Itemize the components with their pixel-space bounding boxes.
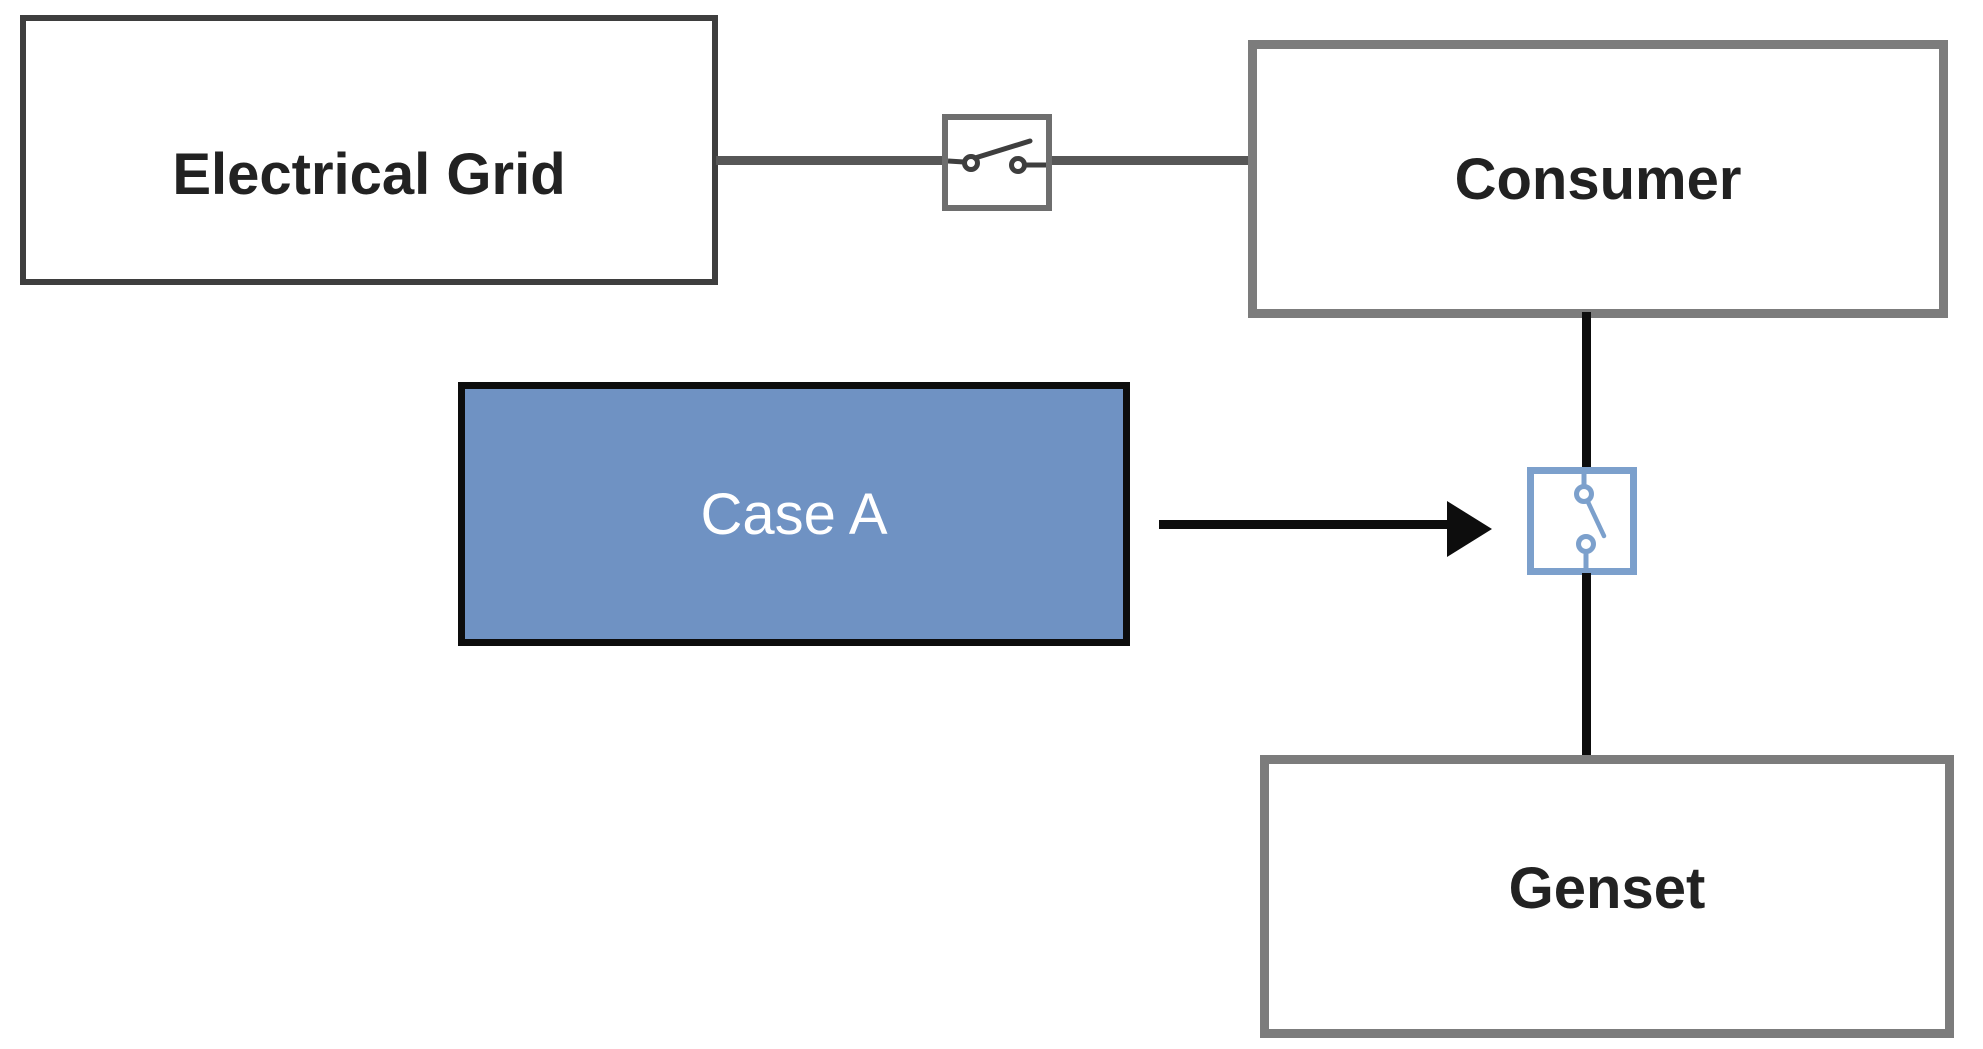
node-consumer: Consumer	[1248, 40, 1948, 318]
open-switch-horizontal-icon	[942, 114, 1052, 211]
node-electrical-grid: Electrical Grid	[20, 15, 718, 285]
node-genset: Genset	[1260, 755, 1954, 1038]
consumer-label: Consumer	[1454, 146, 1742, 212]
genset-label: Genset	[1508, 856, 1706, 921]
open-switch-vertical-icon	[1527, 467, 1637, 575]
case-a-arrowhead-icon	[1447, 501, 1492, 557]
connector-switch-to-genset	[1582, 573, 1591, 759]
node-case-a: Case A	[458, 382, 1130, 646]
case-a-label: Case A	[700, 481, 888, 547]
connector-consumer-to-switch	[1582, 312, 1591, 472]
case-a-arrow-shaft	[1159, 520, 1447, 529]
grid-switch-glyph	[948, 138, 1046, 174]
electrical-grid-label: Electrical Grid	[172, 141, 566, 207]
genset-switch-glyph	[1574, 474, 1607, 568]
